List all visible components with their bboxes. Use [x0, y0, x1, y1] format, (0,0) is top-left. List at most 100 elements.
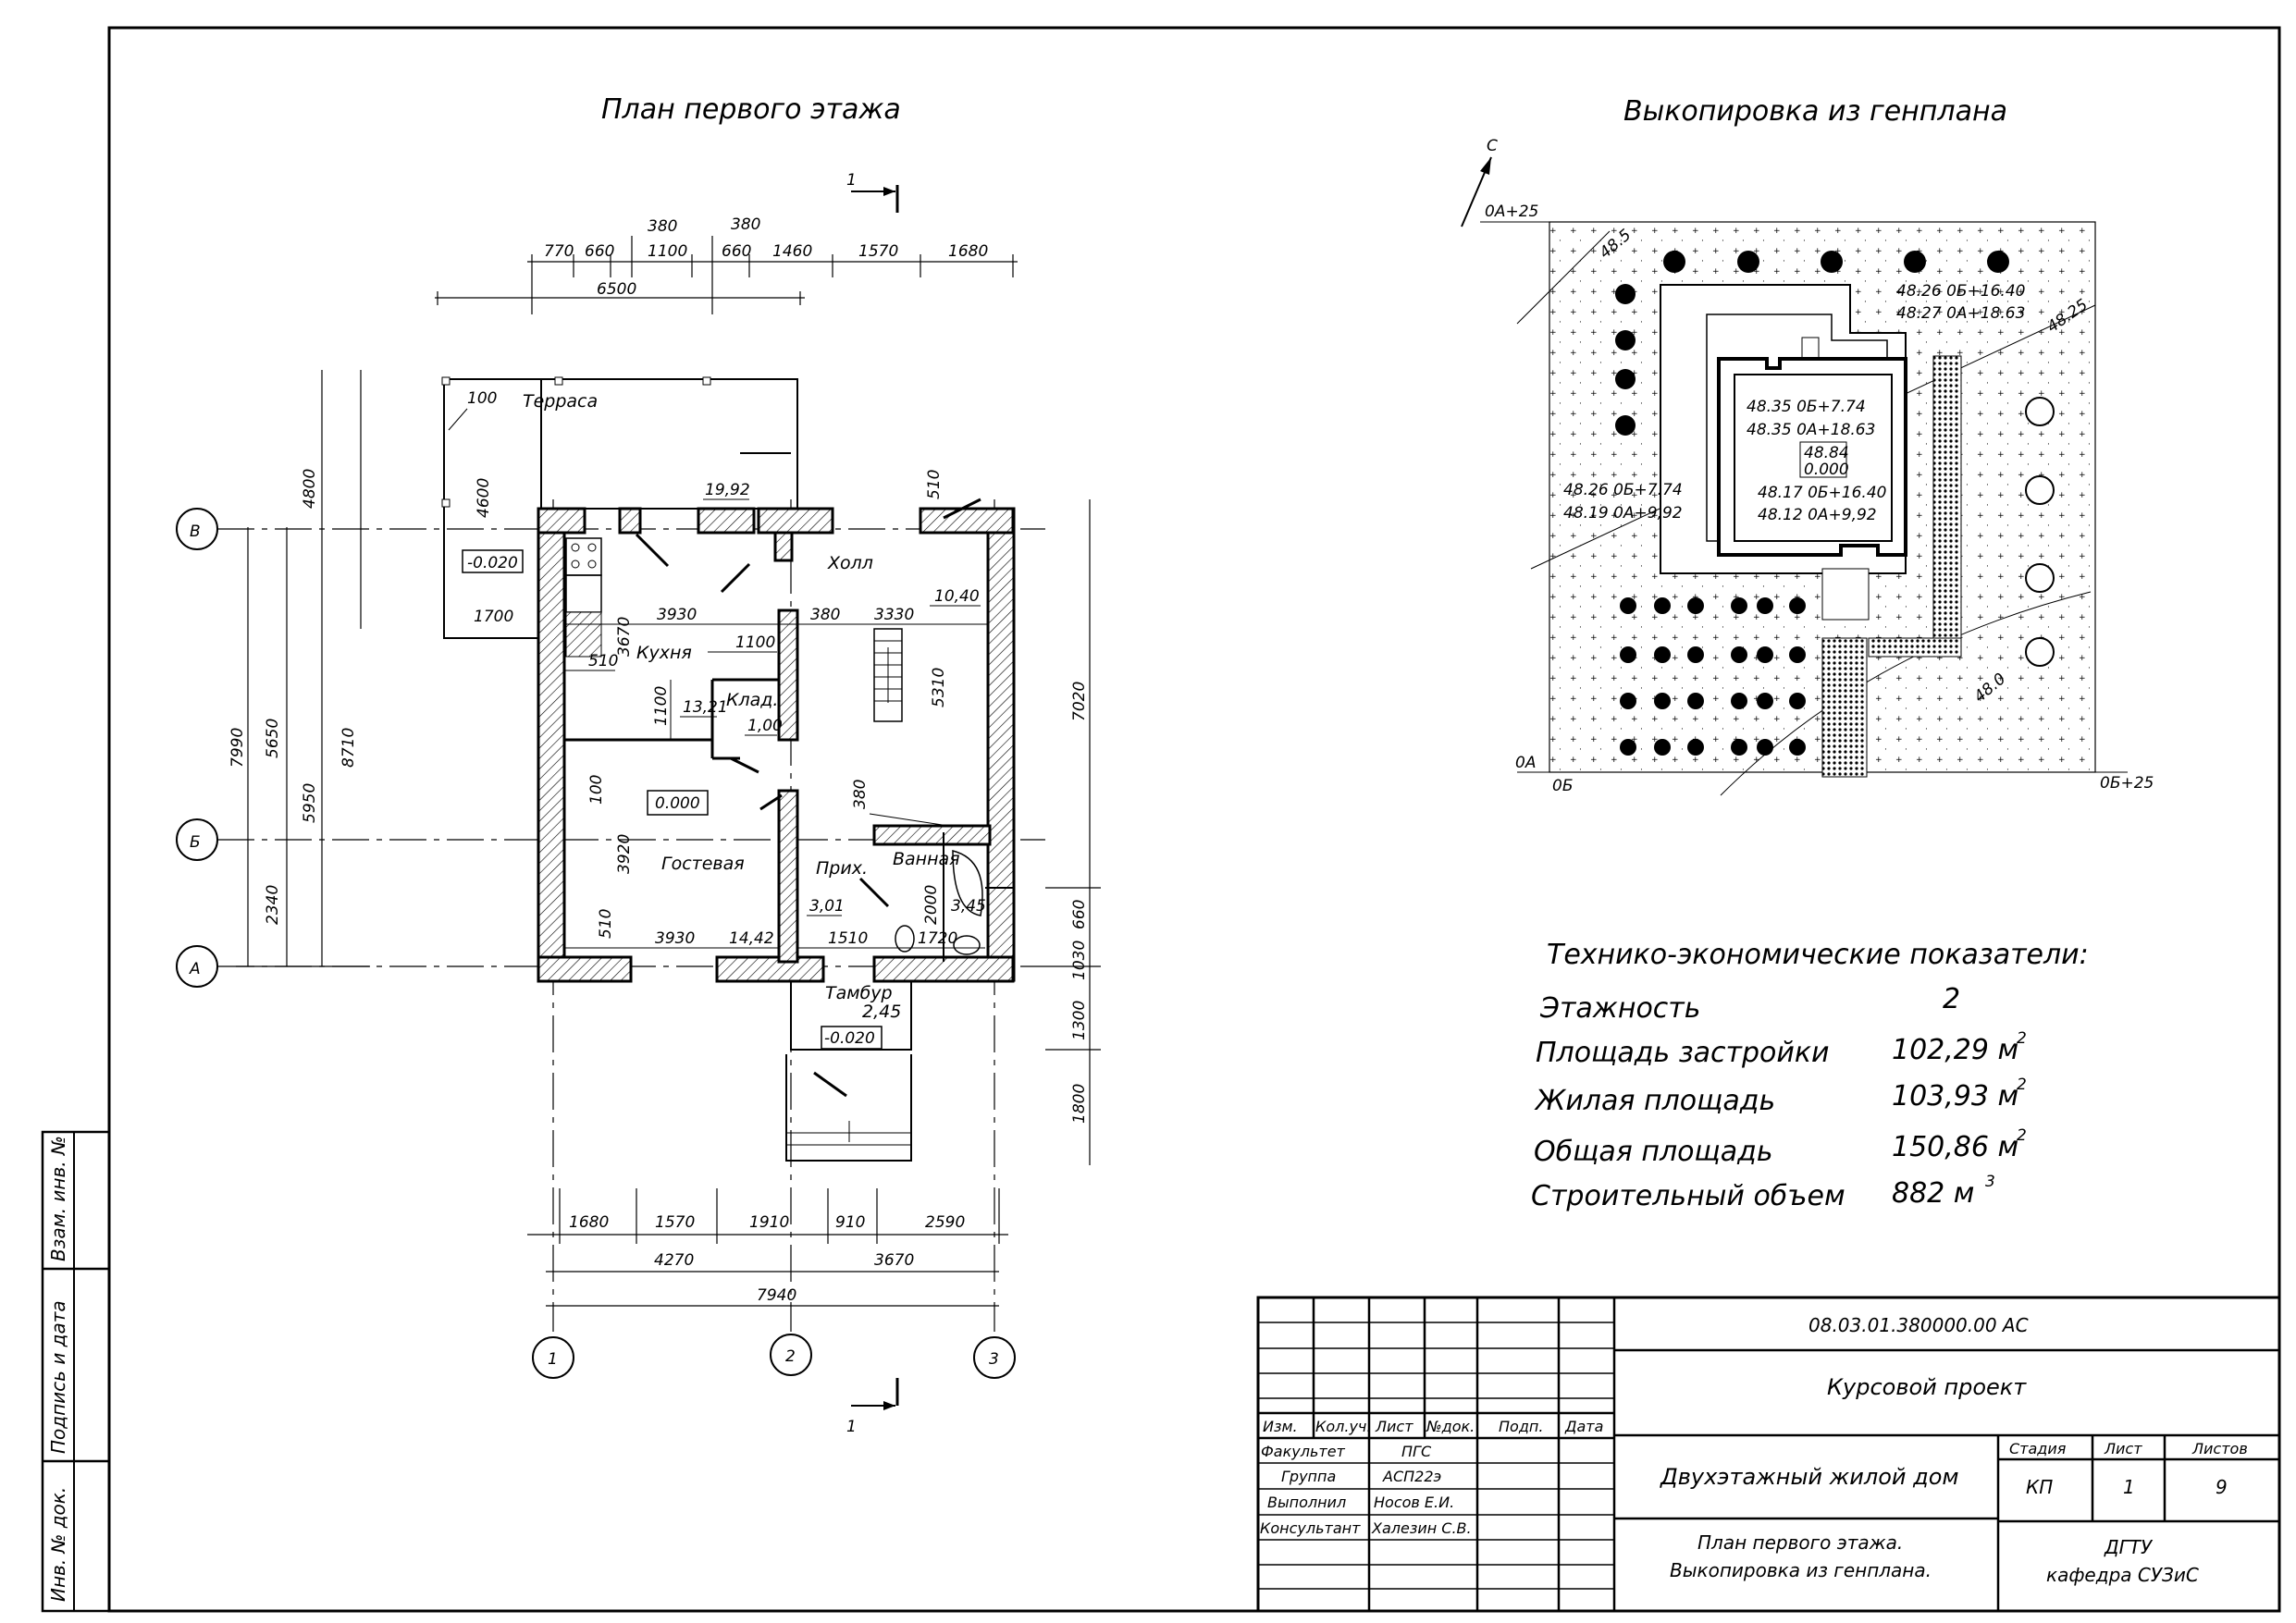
bath-fixtures: [895, 850, 983, 955]
axis-col-2: 2: [770, 1334, 812, 1376]
dim-inner-1100b: 1100: [652, 686, 671, 726]
gp-mark-10: 48.19 0А+9,92: [1563, 504, 1683, 523]
dim-right-1800: 1800: [1070, 1084, 1089, 1124]
gp-mark-7: 48.17 0Б+16.40: [1758, 484, 1886, 502]
ind-value-living: 103,93 м: [1892, 1080, 2018, 1113]
north-label: С: [1487, 137, 1498, 155]
stamp-replace: Взам. инв. №: [47, 1136, 69, 1261]
dim-inner-hall-area: 19,92: [705, 481, 750, 499]
ind-value-volume: 882 м: [1892, 1177, 1974, 1210]
dim-top-raised-2: 380: [731, 215, 760, 234]
porch: -0.020: [785, 980, 912, 1162]
dim-inner-380a: 380: [810, 606, 840, 624]
ind-value-total: 150,86 м: [1892, 1131, 2018, 1163]
ind-value-footprint: 102,29 м: [1892, 1034, 2018, 1066]
room-storage: Клад.: [726, 690, 778, 710]
room-entry: Прих.: [816, 858, 868, 879]
tb-h-kol: Кол.уч.: [1315, 1418, 1371, 1435]
dim-inner-510c: 510: [597, 909, 615, 939]
title-block: Изм. Кол.уч. Лист №док. Подп. Дата Факул…: [1256, 1296, 2281, 1613]
dim-top-raised-1: 380: [648, 217, 677, 236]
gp-mark-1: 48.26 0Б+16.40: [1896, 282, 2025, 301]
dim-inner-1720: 1720: [918, 929, 957, 948]
dim-top-5: 1460: [772, 242, 812, 261]
dim-inner-2000: 2000: [922, 885, 941, 925]
dim-terrace-100: 100: [467, 389, 497, 408]
stamp-sign-date: Подпись и дата: [47, 1300, 69, 1454]
dim-bot-5: 2590: [925, 1213, 965, 1232]
tb-row-group-label: Группа: [1281, 1468, 1336, 1485]
ind-label-floors: Этажность: [1539, 992, 1700, 1025]
dim-inner-3670: 3670: [615, 617, 634, 657]
section-label-top: 1: [846, 171, 857, 190]
level-terrace: -0.020: [467, 554, 518, 572]
axis-col-3: 3: [973, 1336, 1016, 1379]
dim-left-5950: 5950: [301, 783, 319, 823]
dim-inner-380b: 380: [851, 780, 870, 809]
tb-sheet-title-1: План первого этажа.: [1697, 1531, 1903, 1554]
dim-inner-3920: 3920: [615, 834, 634, 874]
dim-top-3: 1100: [648, 242, 687, 261]
tb-row-faculty-label: Факультет: [1261, 1443, 1346, 1460]
dim-top-6: 1570: [858, 242, 898, 261]
house-walls: [537, 507, 1016, 983]
shrubs: [1620, 597, 1806, 756]
dim-inner-510a: 510: [925, 470, 944, 499]
dim-left-7990: 7990: [228, 728, 247, 768]
dim-inner-3-01: 3,01: [809, 897, 845, 916]
tb-sheet-h: Лист: [2104, 1440, 2142, 1457]
room-hall: Холл: [827, 553, 873, 573]
side-stamp: Взам. инв. № Подпись и дата Инв. № док.: [41, 1130, 111, 1613]
tb-org-1: ДГТУ: [2104, 1536, 2154, 1558]
dim-right-7020: 7020: [1070, 682, 1089, 721]
gp-mark-5: 48.84: [1804, 444, 1849, 462]
dim-inner-3-45: 3,45: [951, 897, 986, 916]
grid-0a25: 0А+25: [1485, 203, 1538, 221]
stamp-inv: Инв. № док.: [47, 1487, 69, 1602]
dim-left-5650: 5650: [264, 719, 282, 758]
gp-mark-8: 48.12 0А+9,92: [1758, 506, 1877, 524]
dim-inner-3930a: 3930: [657, 606, 697, 624]
gp-mark-3: 48.35 0Б+7.74: [1747, 398, 1866, 416]
dim-inner-14-42: 14,42: [729, 929, 774, 948]
tb-sheets: 9: [2216, 1476, 2228, 1498]
dim-bot-4: 910: [835, 1213, 865, 1232]
dim-right-1300: 1300: [1070, 1001, 1089, 1040]
room-vestibule: Тамбур: [825, 983, 893, 1003]
tb-stage: КП: [2026, 1476, 2053, 1498]
tb-row-consultant-value: Халезин С.В.: [1371, 1519, 1472, 1537]
axis-col-1: 1: [532, 1336, 574, 1379]
tb-sheet: 1: [2123, 1476, 2135, 1498]
floor-plan: 1 1 В Б А 1: [176, 171, 1101, 1436]
tb-row-group-value: АСП22э: [1382, 1468, 1441, 1485]
trees-conifer: [1615, 251, 2009, 436]
dim-bot-1: 1680: [569, 1213, 609, 1232]
room-bath: Ванная: [893, 849, 960, 869]
dim-left-2340: 2340: [264, 885, 282, 925]
indicators-title: Технико-экономические показатели:: [1547, 939, 2089, 971]
tb-building: Двухэтажный жилой дом: [1660, 1464, 1959, 1490]
sheet-frame: [107, 26, 2281, 1613]
tb-stage-h: Стадия: [2009, 1440, 2067, 1457]
dim-top-7: 1680: [948, 242, 988, 261]
tb-row-consultant-label: Консультант: [1260, 1519, 1361, 1537]
gp-mark-2: 48.27 0А+18.63: [1896, 304, 2025, 323]
room-guest: Гостевая: [661, 854, 745, 874]
dim-top-1: 770: [544, 242, 574, 261]
dim-left-4800: 4800: [301, 469, 319, 509]
dim-top-4: 660: [722, 242, 751, 261]
kitchen-fixtures: [565, 537, 602, 658]
trees-deciduous: [2025, 397, 2055, 667]
level-porch: -0.020: [824, 1029, 875, 1048]
dim-inner-1-00: 1,00: [747, 717, 783, 735]
ind-label-living: Жилая площадь: [1534, 1085, 1775, 1117]
tb-h-ndok: №док.: [1426, 1418, 1475, 1435]
section-mark-top: 1: [846, 171, 899, 213]
room-kitchen: Кухня: [636, 643, 692, 663]
dim-inner-1100a: 1100: [735, 633, 775, 652]
dim-terrace-1700: 1700: [474, 608, 513, 626]
dim-inner-3330: 3330: [874, 606, 914, 624]
ind-unit-total: 2: [2017, 1126, 2027, 1145]
svg-text:1: 1: [548, 1350, 558, 1369]
